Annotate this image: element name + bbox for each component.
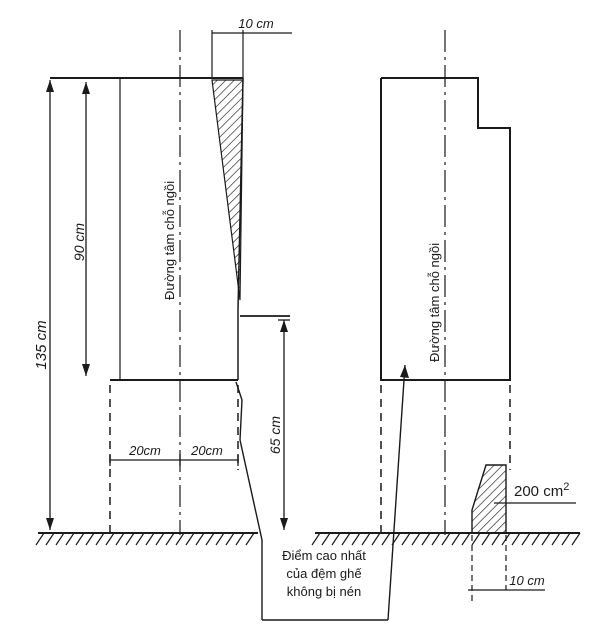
area-hatched-block — [471, 464, 507, 534]
dim-90-label: 90 cm — [71, 223, 87, 261]
dim-left-20-label: 20cm — [128, 443, 161, 458]
left-figure: 135 cm 90 cm 65 cm 10 cm 20c — [33, 16, 292, 620]
dim-135: 135 cm — [33, 80, 54, 530]
right-centerline-label: Đường tâm chỗ ngồi — [427, 243, 442, 362]
right-figure: 200 cm2 10 cm Đường tâm chỗ ngồi — [311, 30, 581, 605]
left-centerline-label: Đường tâm chỗ ngồi — [162, 181, 177, 300]
dim-top-10: 10 cm — [212, 16, 292, 34]
right-ground — [311, 532, 581, 546]
area-leader: 200 cm2 — [494, 481, 576, 504]
dim-right-20-label: 20cm — [190, 443, 223, 458]
dim-top-10-label: 10 cm — [238, 16, 274, 31]
dim-bottom-10-label: 10 cm — [509, 573, 545, 588]
seat-point-callout: Điểm cao nhất của đệm ghế không bị nén — [262, 364, 409, 621]
seat-point-line2: của đệm ghế — [286, 566, 362, 581]
area-label: 200 cm2 — [514, 481, 569, 500]
dim-65-label: 65 cm — [267, 416, 283, 454]
left-seat-profile — [235, 381, 263, 620]
left-projection-lines — [109, 385, 239, 533]
dim-135-label: 135 cm — [33, 320, 50, 369]
seat-point-line3: không bị nén — [287, 584, 361, 599]
area-exponent: 2 — [563, 481, 569, 493]
dim-bottom-10: 10 cm — [468, 535, 545, 605]
left-ground — [35, 532, 258, 546]
left-hatched-wedge — [211, 79, 244, 301]
right-projection-lines — [380, 385, 511, 533]
seat-point-line1: Điểm cao nhất — [282, 548, 366, 563]
dim-20-20: 20cm 20cm — [109, 443, 239, 466]
right-backrest-outline — [380, 77, 511, 381]
dim-65: 65 cm — [267, 319, 290, 530]
dim-90: 90 cm — [71, 82, 90, 376]
